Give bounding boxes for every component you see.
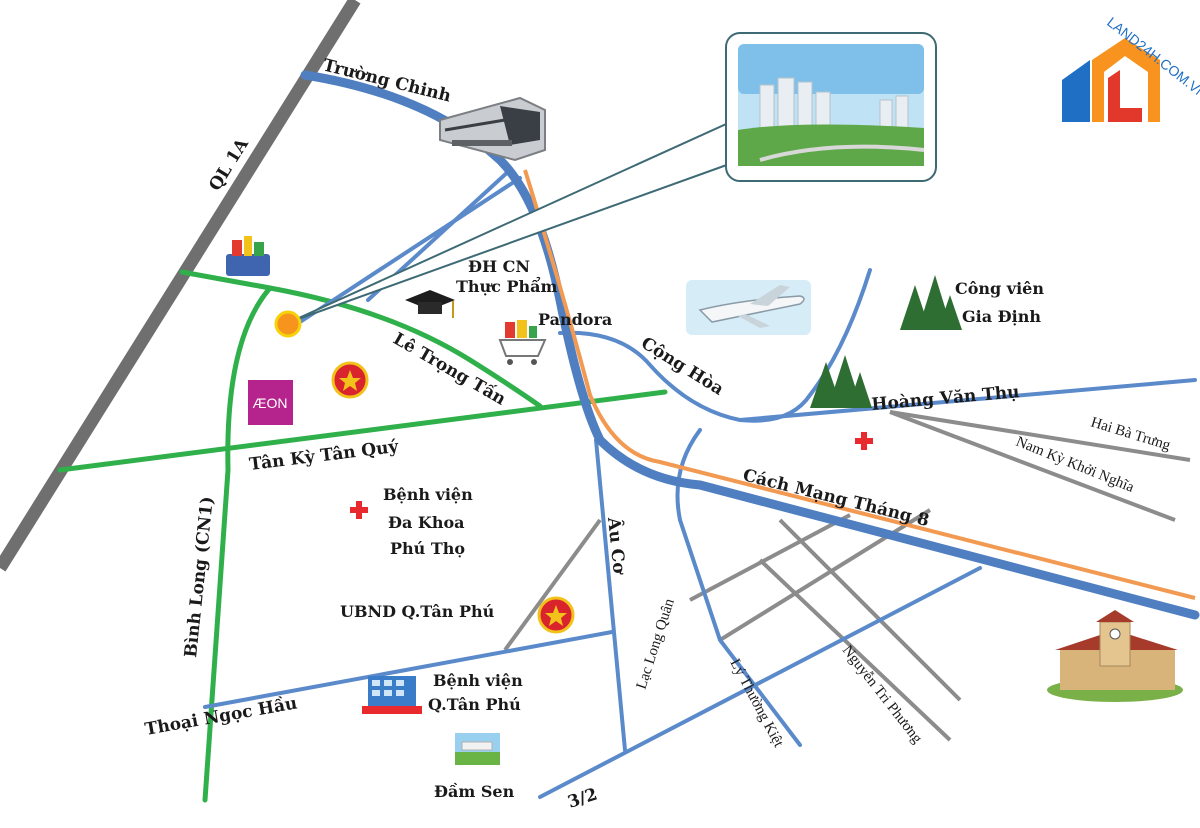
dam-sen-label: Đầm Sen [434, 782, 515, 801]
supermarket-icon [226, 236, 270, 276]
minor-streets [503, 410, 1191, 742]
metro-line [523, 169, 1196, 600]
bv-tan-phu-label-1: Bệnh viện [433, 671, 523, 690]
dh-cn-label-2: Thực Phẩm [456, 275, 558, 296]
hai-ba-trung-label: Hai Bà Trưng [1089, 415, 1173, 455]
hoang-van-thu-label: Hoàng Văn Thụ [871, 382, 1021, 415]
bv-phu-tho-label-2: Đa Khoa [388, 513, 465, 532]
bv-tan-phu-label-2: Q.Tân Phú [428, 695, 521, 714]
airport-icon [686, 280, 811, 335]
ben-thanh-market-icon [1047, 610, 1183, 702]
bv-phu-tho-label-1: Bệnh viện [383, 485, 473, 504]
ql1a-road [0, 0, 361, 572]
ubnd-label: UBND Q.Tân Phú [340, 602, 495, 621]
university-icon [405, 290, 455, 318]
aeon-logo: ÆON [248, 380, 293, 425]
nguyen-tri-phuong-label: Nguyễn Tri Phương [839, 643, 925, 747]
bv-phu-tho-label-3: Phú Thọ [390, 539, 465, 558]
shopping-cart-icon [498, 320, 547, 365]
ly-thuong-kiet-label: Lý Thường Kiệt [726, 656, 786, 750]
binh-long-label: Bình Long (CN1) [181, 495, 218, 658]
hospital-cross-icon [350, 432, 873, 519]
hospital-building-icon [362, 676, 422, 714]
thoai-ngoc-hau-label: Thoại Ngọc Hầu [143, 693, 298, 739]
green-roads [57, 269, 668, 803]
dam-sen-icon [455, 733, 500, 765]
dh-cn-label-1: ĐH CN [468, 257, 530, 276]
ba-thang-hai-label: 3/2 [565, 785, 600, 813]
ubnd-emblem-icon [537, 596, 575, 634]
project-marker [274, 310, 302, 338]
project-photo [725, 32, 937, 182]
lac-long-quan-label: Lạc Long Quân [634, 596, 678, 691]
truong-chinh-road [300, 70, 1200, 620]
svg-text:ÆON: ÆON [253, 395, 288, 411]
pandora-label: Pandora [538, 310, 612, 329]
land24h-logo: LAND24H.COM.VN [1062, 14, 1200, 122]
cong-vien-label-2: Gia Định [962, 307, 1041, 326]
emblem-icon [331, 361, 369, 399]
le-trong-tan-label: Lê Trọng Tấn [390, 329, 510, 410]
metro-train-icon [439, 96, 546, 162]
park-trees-icon [810, 275, 962, 408]
cong-vien-label-1: Công viên [955, 279, 1044, 298]
